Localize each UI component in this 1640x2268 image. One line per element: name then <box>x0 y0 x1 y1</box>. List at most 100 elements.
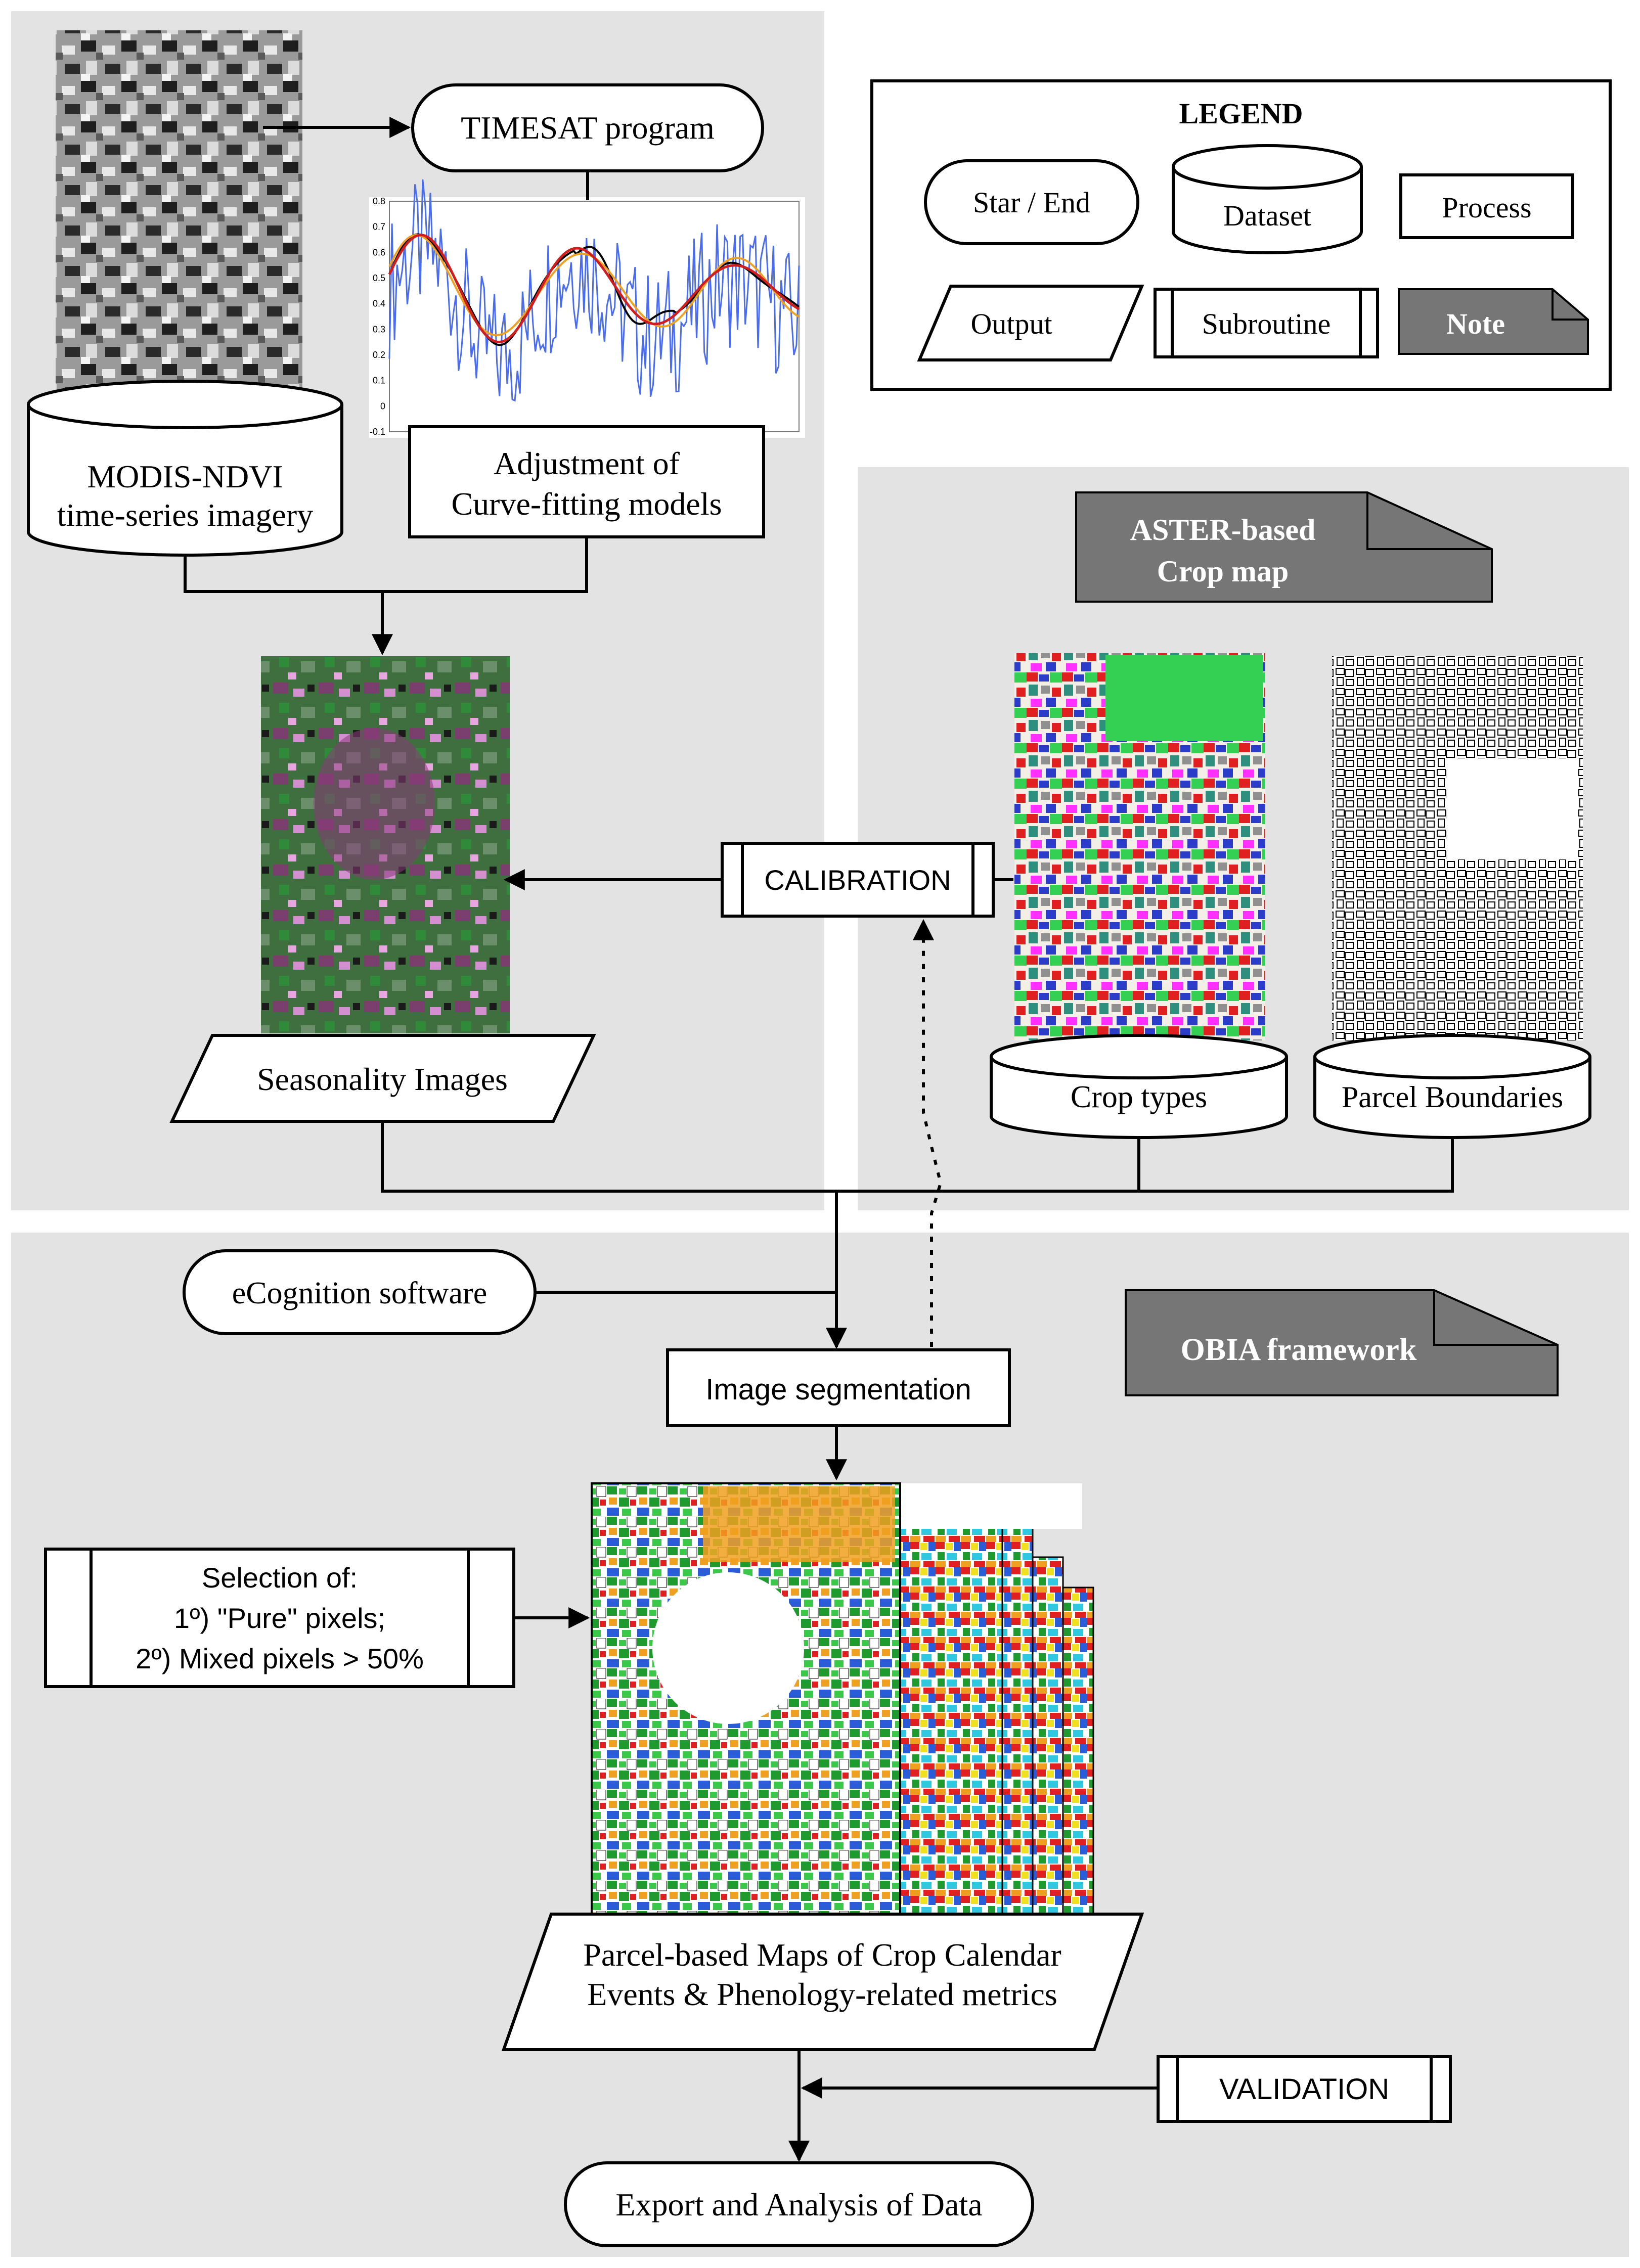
legend-dataset: Dataset <box>1172 144 1363 254</box>
obia-framework-note: OBIA framework <box>1125 1289 1559 1396</box>
chart-y-tick-label: -0.1 <box>370 427 385 437</box>
note-fold <box>1552 289 1588 321</box>
timesat-label: TIMESAT program <box>461 110 715 146</box>
dataset-shape-top <box>1172 144 1363 190</box>
chart-y-tick-label: 0.4 <box>373 299 385 309</box>
aster-note-line2: Crop map <box>1157 555 1289 588</box>
ecognition-node: eCognition software <box>183 1249 537 1335</box>
validation-box <box>1157 2055 1452 2123</box>
dataset-label: Dataset <box>1223 199 1311 232</box>
obia-note-label: OBIA framework <box>1181 1333 1417 1367</box>
crop-types-cylinder-top <box>990 1034 1288 1079</box>
chart-y-tick-label: 0.8 <box>373 196 385 206</box>
adjustment-process-node: Adjustment of Curve-fitting models <box>408 425 765 538</box>
calibration-label: CALIBRATION <box>764 864 951 896</box>
legend-start-end: Star / End <box>924 159 1139 245</box>
dotted-feedback-arrow <box>913 919 943 1347</box>
adjustment-label-line1: Adjustment of <box>494 445 680 481</box>
crop-types-cylinder-body <box>990 1057 1288 1139</box>
segmentation-process-box <box>666 1348 1011 1427</box>
selection-line2: 1º) "Pure" pixels; <box>174 1602 385 1634</box>
subroutine-shape <box>1154 288 1379 358</box>
fitted-series-red-line <box>388 234 800 344</box>
seasonality-output: Seasonality Images <box>169 1034 596 1123</box>
ecognition-label: eCognition software <box>232 1276 487 1310</box>
chart-y-tick-label: 0.3 <box>373 324 385 334</box>
chart-y-tick-label: 0.5 <box>373 273 385 283</box>
legend-note: Note <box>1398 288 1589 355</box>
aster-crop-map-note: ASTER-based Crop map <box>1075 491 1493 603</box>
modis-label-line2: time-series imagery <box>57 497 313 533</box>
obia-note-fold <box>1433 1290 1558 1346</box>
obia-note-shape <box>1125 1289 1559 1396</box>
crop-types-green-block <box>1105 655 1263 741</box>
parcel-map-stack <box>591 1482 1094 1953</box>
calibration-subroutine: CALIBRATION <box>721 842 995 918</box>
modis-cylinder-top <box>27 380 343 429</box>
output-label: Output <box>970 307 1052 340</box>
validation-label: VALIDATION <box>1219 2073 1389 2106</box>
selection-line3: 2º) Mixed pixels > 50% <box>136 1643 424 1674</box>
parcel-cylinder-top <box>1313 1034 1591 1079</box>
export-terminal-shape <box>564 2161 1034 2247</box>
timesat-curve-chart: 0.8 0.7 0.6 0.5 0.4 0.3 0.2 0.1 0 -0.1 <box>369 179 805 438</box>
seasonality-label: Seasonality Images <box>257 1061 508 1097</box>
parcel-boundaries-label: Parcel Boundaries <box>1342 1080 1563 1114</box>
validation-subroutine: VALIDATION <box>1157 2055 1452 2123</box>
modis-cylinder-body <box>27 404 343 557</box>
line-modis-and-adjust-merge <box>184 537 588 593</box>
selection-line1: Selection of: <box>202 1562 358 1594</box>
start-end-label: Star / End <box>973 186 1090 219</box>
start-end-shape <box>924 159 1139 245</box>
chart-y-tick-label: 0.6 <box>373 247 385 257</box>
aster-note-line1: ASTER-based <box>1130 513 1316 547</box>
parcel-maps-line2: Events & Phenology-related metrics <box>587 1976 1057 2012</box>
adjustment-label-line2: Curve-fitting models <box>451 486 722 522</box>
process-shape <box>1399 173 1574 239</box>
note-shape <box>1398 288 1589 355</box>
parcel-maps-output: Parcel-based Maps of Crop Calendar Event… <box>501 1913 1144 2051</box>
line-seasonality-down <box>381 1121 1454 1193</box>
parcel-map-white-area <box>652 1572 804 1724</box>
legend-title: LEGEND <box>1179 97 1303 130</box>
legend-output: Output <box>917 285 1144 361</box>
stack-layer-1 <box>899 1483 1082 1529</box>
seasonality-highlight <box>314 728 435 880</box>
raw-ndvi-series-line <box>388 179 800 402</box>
export-label: Export and Analysis of Data <box>615 2187 982 2222</box>
selection-box <box>44 1548 515 1688</box>
output-shape <box>917 285 1144 361</box>
calibration-box <box>721 842 995 918</box>
segmentation-label: Image segmentation <box>705 1373 971 1406</box>
export-node: Export and Analysis of Data <box>564 2161 1034 2247</box>
chart-y-tick-label: 0.2 <box>373 350 385 360</box>
legend-subroutine: Subroutine <box>1154 288 1379 358</box>
aster-note-fold <box>1366 492 1492 550</box>
dataset-shape <box>1172 167 1363 254</box>
parcel-boundaries-white-area <box>1446 758 1578 859</box>
seasonality-output-shape <box>169 1034 596 1123</box>
chart-y-ticks: 0.8 0.7 0.6 0.5 0.4 0.3 0.2 0.1 0 -0.1 <box>370 196 385 437</box>
modis-ndvi-dataset: MODIS-NDVI time-series imagery <box>27 380 343 557</box>
modis-label-line1: MODIS-NDVI <box>87 459 283 494</box>
aster-note-shape <box>1075 491 1493 603</box>
crop-types-dataset: Crop types <box>990 1034 1288 1139</box>
parcel-maps-line1: Parcel-based Maps of Crop Calendar <box>583 1937 1061 1973</box>
legend: LEGEND Star / End Dataset Process Output… <box>870 79 1612 391</box>
timesat-program-node: TIMESAT program <box>411 83 764 172</box>
modis-ndvi-image <box>56 30 302 399</box>
parcel-map-orange-area <box>703 1486 895 1562</box>
parcel-cylinder-body <box>1313 1057 1591 1139</box>
legend-process: Process <box>1399 173 1574 239</box>
selection-subroutine: Selection of: 1º) "Pure" pixels; 2º) Mix… <box>44 1548 515 1688</box>
chart-y-tick-label: 0 <box>380 401 385 411</box>
chart-y-tick-label: 0.7 <box>373 222 385 232</box>
parcel-boundaries-dataset: Parcel Boundaries <box>1313 1034 1591 1139</box>
note-label: Note <box>1446 307 1505 340</box>
image-segmentation-node: Image segmentation <box>666 1348 1011 1427</box>
chart-y-tick-label: 0.1 <box>373 376 385 386</box>
crop-types-label: Crop types <box>1071 1080 1207 1114</box>
process-label: Process <box>1442 191 1531 224</box>
subroutine-label: Subroutine <box>1202 307 1331 340</box>
